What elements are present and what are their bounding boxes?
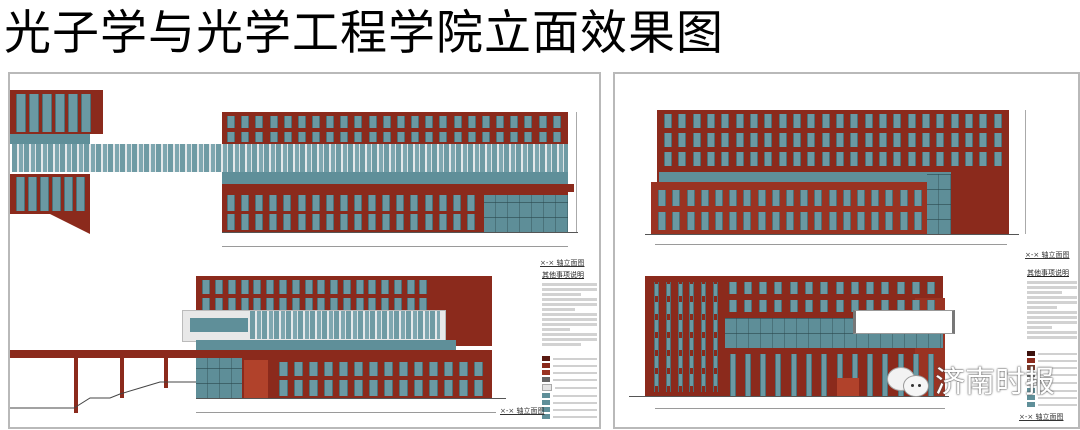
- dimension-line-3: [655, 244, 1007, 245]
- left-elevation-panel: ×-× 轴立面图 其他事项说明 ×-× 轴立面图: [8, 72, 601, 429]
- vertical-dimension-2: [1025, 110, 1026, 234]
- ground-line: [222, 232, 578, 233]
- legend-title: 其他事项说明: [542, 271, 584, 279]
- ground-line-4: [629, 396, 949, 397]
- main-glass-band: [222, 172, 568, 184]
- drawing-caption-2: ×-× 轴立面图: [500, 407, 545, 415]
- legend-notes-2: 其他事项说明: [1027, 268, 1077, 409]
- podium-windows-row1: [655, 190, 925, 206]
- canopy-column: [164, 358, 168, 388]
- watermark: 济南时报: [887, 357, 1055, 401]
- drawing-caption-3: ×-× 轴立面图: [1025, 251, 1070, 259]
- cantilever-window: [190, 318, 248, 332]
- lower-windows-row1: [200, 280, 430, 294]
- left-tower-lower-windows: [14, 177, 86, 211]
- entrance-panel: [244, 360, 268, 398]
- vertical-dimension: [576, 112, 577, 232]
- legend-notes: 其他事项说明: [542, 270, 597, 421]
- ground-line-3: [645, 234, 1019, 235]
- right-lower-vertical-windows: [725, 354, 939, 396]
- entrance-curtain-wall: [196, 358, 242, 398]
- watermark-text: 济南时报: [935, 365, 1055, 400]
- drawing-caption-1: ×-× 轴立面图: [540, 259, 585, 267]
- louver-bridge-band: [12, 144, 568, 172]
- ground-line-2: [196, 398, 506, 399]
- right-lower-windows-row1: [725, 282, 939, 294]
- right-windows-row3: [661, 152, 1005, 166]
- right-lower-left-windows: [651, 282, 721, 392]
- right-elevation-panel: ×-× 轴立面图 其他事项说明 ×-× 轴立面图: [613, 72, 1080, 429]
- main-lower-windows-row2: [224, 214, 478, 230]
- left-tower-windows: [14, 94, 92, 132]
- right-glass-band: [659, 172, 951, 182]
- main-lower-windows-row1: [224, 195, 478, 211]
- legend-title-2: 其他事项说明: [1027, 269, 1069, 277]
- left-tower-slope: [50, 214, 90, 234]
- dimension-line-2: [196, 412, 496, 413]
- main-upper-windows-row1: [224, 116, 564, 128]
- canopy-column: [120, 358, 124, 398]
- base-windows-row1: [276, 362, 486, 376]
- page-title: 光子学与光学工程学院立面效果图: [4, 6, 724, 61]
- right-lower-windows-row2: [725, 300, 939, 312]
- terrain-slope: [10, 381, 196, 409]
- cantilever-louvers: [250, 311, 440, 339]
- canopy-column: [74, 358, 78, 413]
- main-upper-windows-row2: [224, 132, 564, 142]
- podium-windows-row2: [655, 212, 925, 230]
- dimension-line-4: [655, 408, 945, 409]
- main-cornice: [222, 184, 574, 192]
- right-windows-row2: [661, 133, 1005, 147]
- right-windows-row1: [661, 114, 1005, 128]
- dimension-line: [222, 246, 568, 247]
- right-entrance: [837, 378, 859, 396]
- base-windows-row2: [276, 380, 486, 396]
- drawing-caption-4: ×-× 轴立面图: [1019, 413, 1064, 421]
- lower-windows-row2: [200, 298, 430, 310]
- lower-glass-band: [196, 340, 456, 350]
- wechat-icon-small: [903, 375, 929, 397]
- right-curtain-wall: [927, 174, 951, 234]
- bridge-box: [853, 310, 955, 334]
- canopy: [10, 350, 492, 358]
- main-curtain-wall: [484, 195, 568, 232]
- left-tower-glass-band: [10, 134, 90, 144]
